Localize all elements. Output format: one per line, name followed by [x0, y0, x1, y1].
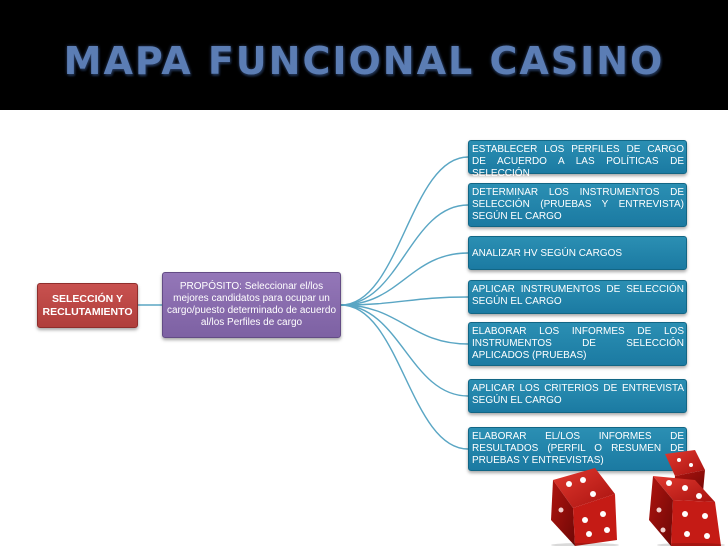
function-node-label: APLICAR LOS CRITERIOS DE ENTREVISTA SEGÚ… [472, 383, 684, 406]
connector-function-1 [340, 156, 469, 306]
function-node-6: APLICAR LOS CRITERIOS DE ENTREVISTA SEGÚ… [468, 379, 687, 413]
function-node-7: ELABORAR EL/LOS INFORMES DE RESULTADOS (… [468, 427, 687, 471]
function-node-label: ANALIZAR HV SEGÚN CARGOS [472, 247, 623, 259]
purpose-node: PROPÓSITO: Seleccionar el/los mejores ca… [162, 272, 341, 338]
function-node-label: ELABORAR EL/LOS INFORMES DE RESULTADOS (… [472, 431, 684, 466]
root-node: SELECCIÓN Y RECLUTAMIENTO [37, 283, 138, 328]
function-node-4: APLICAR INSTRUMENTOS DE SELECCIÓN SEGÚN … [468, 280, 687, 314]
function-node-label: ESTABLECER LOS PERFILES DE CARGO DE ACUE… [472, 144, 684, 179]
purpose-node-label: PROPÓSITO: Seleccionar el/los mejores ca… [167, 281, 337, 328]
function-node-5: ELABORAR LOS INFORMES DE LOS INSTRUMENTO… [468, 322, 687, 366]
function-node-label: APLICAR INSTRUMENTOS DE SELECCIÓN SEGÚN … [472, 284, 684, 307]
connector-function-5 [340, 304, 469, 345]
slide-title: MAPA FUNCIONAL CASINO [63, 39, 665, 83]
title-bar [0, 0, 728, 110]
root-node-label: SELECCIÓN Y RECLUTAMIENTO [42, 292, 133, 318]
connector-function-4 [340, 296, 469, 306]
function-node-3: ANALIZAR HV SEGÚN CARGOS [468, 236, 687, 270]
function-node-label: ELABORAR LOS INFORMES DE LOS INSTRUMENTO… [472, 326, 684, 361]
connector-function-3 [340, 252, 469, 306]
connector-function-2 [340, 204, 469, 306]
connector-function-7 [340, 304, 469, 450]
function-node-1: ESTABLECER LOS PERFILES DE CARGO DE ACUE… [468, 140, 687, 179]
function-node-label: DETERMINAR LOS INSTRUMENTOS DE SELECCIÓN… [472, 187, 684, 222]
function-node-2: DETERMINAR LOS INSTRUMENTOS DE SELECCIÓN… [468, 183, 687, 227]
connector-function-6 [340, 304, 469, 397]
dice-icon [551, 450, 725, 546]
